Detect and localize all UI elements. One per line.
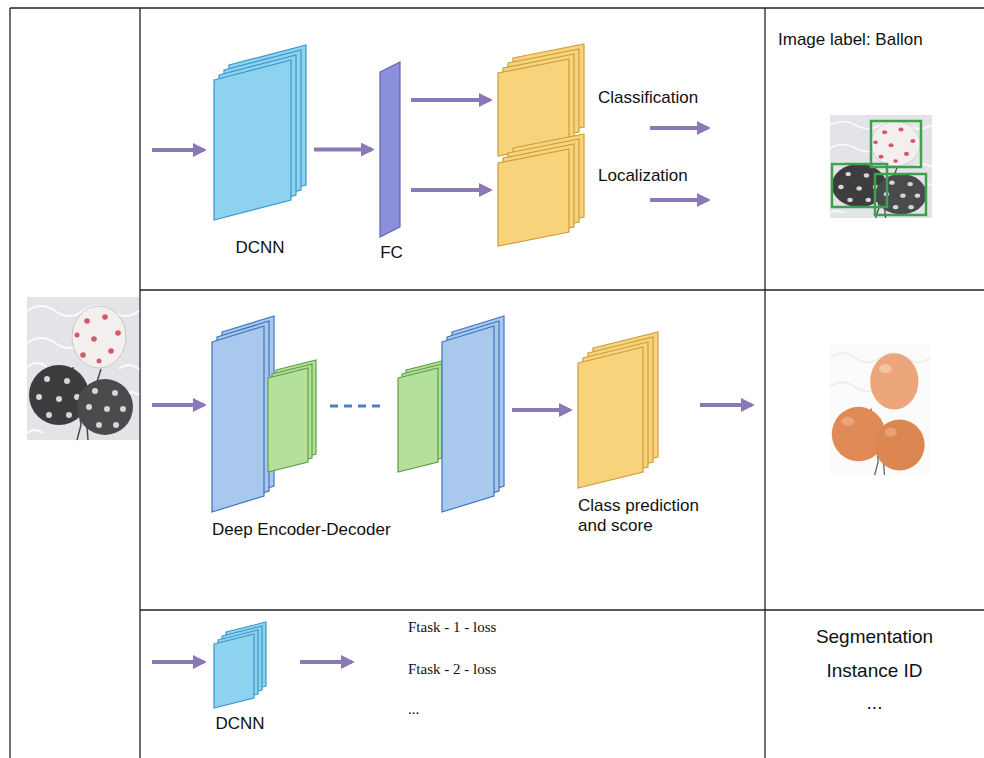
- loss-term: Ftask - 1 - loss: [408, 618, 496, 636]
- loss-term: Ftask - 2 - loss: [408, 660, 496, 678]
- output-label: ...: [765, 692, 984, 715]
- detection-output-image-part: [830, 115, 932, 218]
- output-label: Image label: Ballon: [778, 30, 923, 50]
- input-image: [27, 297, 139, 440]
- node-text-block: Class prediction and score: [578, 496, 728, 537]
- detection-output-image: [830, 115, 932, 218]
- bounding-boxes-part: [832, 164, 887, 207]
- node-label: DCNN: [214, 714, 266, 734]
- segmentation-output-image: [830, 345, 930, 475]
- layer-plate: [212, 326, 264, 512]
- arrow-label: Localization: [598, 166, 688, 186]
- node-label: DCNN: [214, 238, 306, 258]
- table-grid-part: [140, 609, 984, 610]
- table-grid-part: [9, 8, 10, 758]
- localization-head: [498, 134, 584, 246]
- fc-layer: FC: [380, 62, 403, 264]
- arrow-label: Classification: [598, 88, 698, 108]
- table-grid: [10, 8, 984, 758]
- output-label: Instance ID: [765, 660, 984, 683]
- node-text-block: Deep Encoder-Decoder: [212, 520, 504, 540]
- fc-layer-outline: [380, 62, 400, 237]
- node-text-block: DCNN: [214, 238, 306, 258]
- flow-connector: [314, 148, 372, 152]
- flow-arrows-part: [650, 198, 708, 202]
- flow-connector: [512, 408, 570, 412]
- flow-arrows-part: [700, 403, 752, 407]
- flow-connector: [411, 188, 490, 192]
- layer-plate: [268, 368, 308, 472]
- table-grid-part: [10, 7, 984, 8]
- table-grid-part: [140, 289, 984, 290]
- flow-arrows-part: [300, 660, 352, 664]
- layer-plate: [498, 149, 569, 246]
- table-grid-part: [764, 8, 765, 758]
- layer-plate: [214, 634, 254, 708]
- node-label: Deep Encoder-Decoder: [212, 520, 504, 540]
- bounding-boxes: [832, 121, 926, 215]
- bounding-boxes-part: [871, 121, 921, 167]
- layer-plate: [398, 368, 438, 472]
- bounding-boxes-part: [875, 174, 926, 215]
- node-label: FC: [380, 243, 403, 263]
- class-prediction-head: Class prediction and score: [578, 332, 728, 537]
- input-image-part: [27, 297, 139, 440]
- layer-plate: [214, 60, 291, 220]
- node-text-block: DCNN: [214, 714, 266, 734]
- layer-plate: [578, 347, 643, 488]
- dcnn-layer-stack-outline: [214, 45, 306, 220]
- encoder-decoder-outline: [212, 316, 504, 512]
- flow-connector: [411, 98, 490, 102]
- dcnn-layer-stack: DCNN: [214, 45, 306, 259]
- class-prediction-head-outline: [578, 332, 658, 488]
- encoder-decoder: Deep Encoder-Decoder: [212, 316, 504, 541]
- fc-bar: [380, 62, 400, 237]
- dcnn-layer-stack: DCNN: [214, 622, 266, 735]
- segmentation-output-image-part: [830, 345, 930, 475]
- dashed-continuation: [330, 405, 384, 408]
- localization-head-outline: [498, 134, 584, 246]
- node-label: Class prediction and score: [578, 496, 728, 537]
- flow-arrows-part: [152, 660, 204, 664]
- loss-term: ...: [408, 700, 419, 718]
- flow-arrows-part: [152, 148, 204, 152]
- node-text-block: FC: [380, 243, 403, 263]
- dcnn-layer-stack-outline: [214, 622, 266, 708]
- layer-plate: [442, 326, 494, 512]
- output-label: Segmentation: [765, 626, 984, 649]
- flow-arrows-part: [650, 126, 708, 130]
- table-grid-part: [139, 8, 140, 758]
- flow-arrows-part: [152, 403, 204, 407]
